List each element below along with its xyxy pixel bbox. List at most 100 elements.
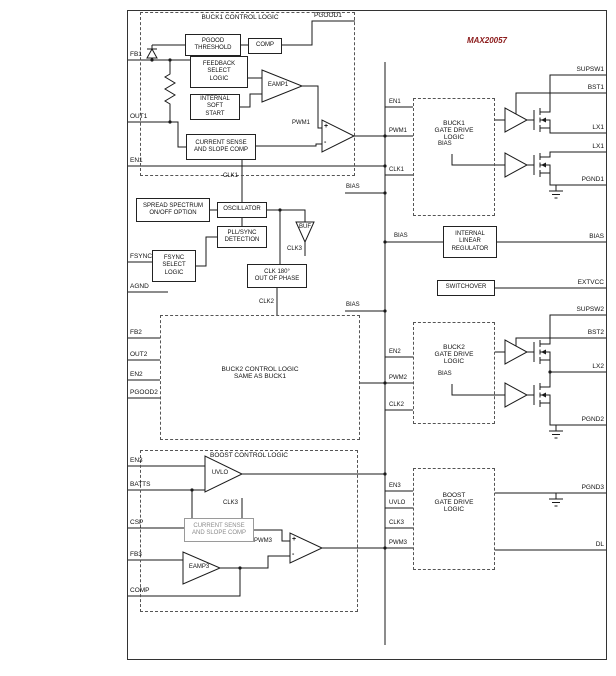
- pgnd3-ground-icon: [549, 493, 563, 507]
- net-label-clk3-boost: CLK3: [222, 500, 238, 506]
- feedback-select-logic-block: FEEDBACK SELECT LOGIC: [190, 56, 248, 88]
- signal-label-pwm2: PWM2: [389, 375, 407, 381]
- pin-label-pgood2: PGOOD2: [130, 389, 158, 396]
- net-label-bias-reg-in: BIAS: [394, 233, 408, 239]
- signal-label-en2: EN2: [389, 349, 401, 355]
- pwm3-minus-sign: -: [292, 551, 295, 558]
- eamp1-amp-icon: [261, 69, 304, 103]
- pwm1-minus-sign: -: [324, 139, 327, 146]
- pin-label-dl: DL: [595, 541, 604, 548]
- buck2-lowside-mosfet-icon: [533, 383, 551, 407]
- pin-label-supsw1: SUPSW1: [576, 66, 604, 73]
- signal-label-uvlo: UVLO: [389, 500, 406, 506]
- pin-label-lx1-lower: LX1: [592, 143, 604, 150]
- fsync-select-logic-block: FSYNC SELECT LOGIC: [152, 250, 196, 282]
- comp-block: COMP: [248, 38, 282, 54]
- signal-label-pwm1: PWM1: [389, 128, 407, 134]
- buck1-highside-driver-icon: [504, 107, 529, 133]
- oscillator-block: OSCILLATOR: [217, 202, 267, 218]
- pwm1-label: PWM1: [292, 120, 310, 126]
- signal-label-en3: EN3: [389, 483, 401, 489]
- buck2-highside-mosfet-icon: [533, 340, 551, 364]
- pin-label-csp: CSP: [130, 519, 144, 526]
- pwm1-comparator-icon: [321, 119, 356, 153]
- current-sense-slope-comp-block: CURRENT SENSE AND SLOPE COMP: [186, 134, 256, 160]
- pin-label-extvcc: EXTVCC: [577, 279, 604, 286]
- pin-label-fb3: FB3: [130, 551, 142, 558]
- signal-label-clk1: CLK1: [389, 167, 405, 173]
- pgnd2-ground-icon: [549, 425, 563, 439]
- pin-label-pgnd3: PGND3: [581, 484, 604, 491]
- boost-gate-drive-label: BOOST GATE DRIVE LOGIC: [434, 492, 474, 514]
- pwm3-comparator-icon: [289, 532, 324, 564]
- buck2-gate-drive-label: BUCK2 GATE DRIVE LOGIC: [434, 344, 474, 366]
- pin-label-lx1-upper: LX1: [592, 124, 604, 131]
- feedback-resistor-icon: [164, 60, 176, 122]
- pin-label-fsync: FSYNC: [130, 253, 153, 260]
- pin-label-lx2: LX2: [592, 363, 604, 370]
- buck1-lowside-driver-icon: [504, 152, 529, 178]
- clock-buffer-icon: [295, 221, 315, 244]
- pin-label-pgnd2: PGND2: [581, 416, 604, 423]
- pin-label-pgnd1: PGND1: [581, 176, 604, 183]
- pwm3-plus-sign: +: [292, 536, 297, 543]
- pll-sync-detection-block: PLL/SYNC DETECTION: [217, 226, 267, 248]
- eamp1-label: EAMP1: [267, 82, 289, 88]
- pin-label-comp: COMP: [130, 587, 150, 594]
- pin-label-en1: EN1: [130, 157, 143, 164]
- chip-name: MAX20057: [466, 36, 508, 45]
- pin-label-en2: EN2: [130, 371, 143, 378]
- uvlo-label: UVLO: [211, 470, 229, 476]
- pin-label-bst2: BST2: [587, 329, 604, 336]
- eamp3-amp-icon: [182, 551, 222, 585]
- net-label-bias-driver1: BIAS: [438, 141, 452, 147]
- signal-label-pwm3: PWM3: [389, 540, 407, 546]
- buck2-lowside-driver-icon: [504, 382, 529, 408]
- wires: [127, 20, 607, 645]
- clk-180-out-of-phase-block: CLK 180° OUT OF PHASE: [247, 264, 307, 288]
- buf-label: BUF: [299, 224, 311, 230]
- pgnd1-ground-icon: [549, 185, 563, 199]
- internal-linear-regulator-block: INTERNAL LINEAR REGULATOR: [443, 226, 497, 258]
- net-label-pgood1: PGOOD1: [314, 12, 342, 19]
- boost-control-logic-region: [140, 450, 358, 612]
- pwm1-plus-sign: +: [324, 123, 329, 130]
- buck2-control-logic-region: [160, 315, 360, 440]
- pin-label-bst1: BST1: [587, 84, 604, 91]
- boost-current-sense-slope-comp-block: CURRENT SENSE AND SLOPE COMP: [184, 518, 254, 542]
- pin-label-batts: BATTS: [130, 481, 151, 488]
- pin-label-fb2: FB2: [130, 329, 142, 336]
- buck1-gate-drive-label: BUCK1 GATE DRIVE LOGIC: [434, 120, 474, 142]
- buck1-highside-mosfet-icon: [533, 108, 551, 132]
- spread-spectrum-block: SPREAD SPECTRUM ON/OFF OPTION: [136, 198, 210, 222]
- pin-label-out1: OUT1: [130, 113, 148, 120]
- net-label-bias-buck1: BIAS: [346, 184, 360, 190]
- signal-label-en1: EN1: [389, 99, 401, 105]
- switchover-block: SWITCHOVER: [437, 280, 495, 296]
- net-label-bias-buck2: BIAS: [346, 302, 360, 308]
- buck1-lowside-mosfet-icon: [533, 153, 551, 177]
- buck1-control-logic-title: BUCK1 CONTROL LOGIC: [201, 14, 279, 21]
- net-label-clk2: CLK2: [258, 299, 274, 305]
- pin-label-supsw2: SUPSW2: [576, 306, 604, 313]
- boost-gate-drive-region: [413, 468, 495, 570]
- pin-label-en3: EN3: [130, 457, 143, 464]
- net-label-bias-driver2: BIAS: [438, 371, 452, 377]
- net-label-clk1: CLK1: [222, 173, 238, 179]
- buck1-gate-drive-region: [413, 98, 495, 216]
- pin-label-agnd: AGND: [130, 283, 149, 290]
- boost-control-logic-title: BOOST CONTROL LOGIC: [209, 452, 288, 459]
- junction-dots: [150, 58, 552, 570]
- pin-label-bias: BIAS: [589, 233, 604, 240]
- uvlo-comparator-icon: [204, 455, 244, 493]
- pgood-threshold-block: PGOOD THRESHOLD: [185, 34, 241, 56]
- buck2-highside-driver-icon: [504, 339, 529, 365]
- eamp3-label: EAMP3: [188, 564, 210, 570]
- signal-label-clk3: CLK3: [389, 520, 405, 526]
- pwm3-label: PWM3: [254, 538, 272, 544]
- buck2-control-logic-label: BUCK2 CONTROL LOGIC SAME AS BUCK1: [221, 366, 299, 381]
- ic-boundary: [127, 10, 607, 660]
- buck1-control-logic-region: [140, 12, 355, 176]
